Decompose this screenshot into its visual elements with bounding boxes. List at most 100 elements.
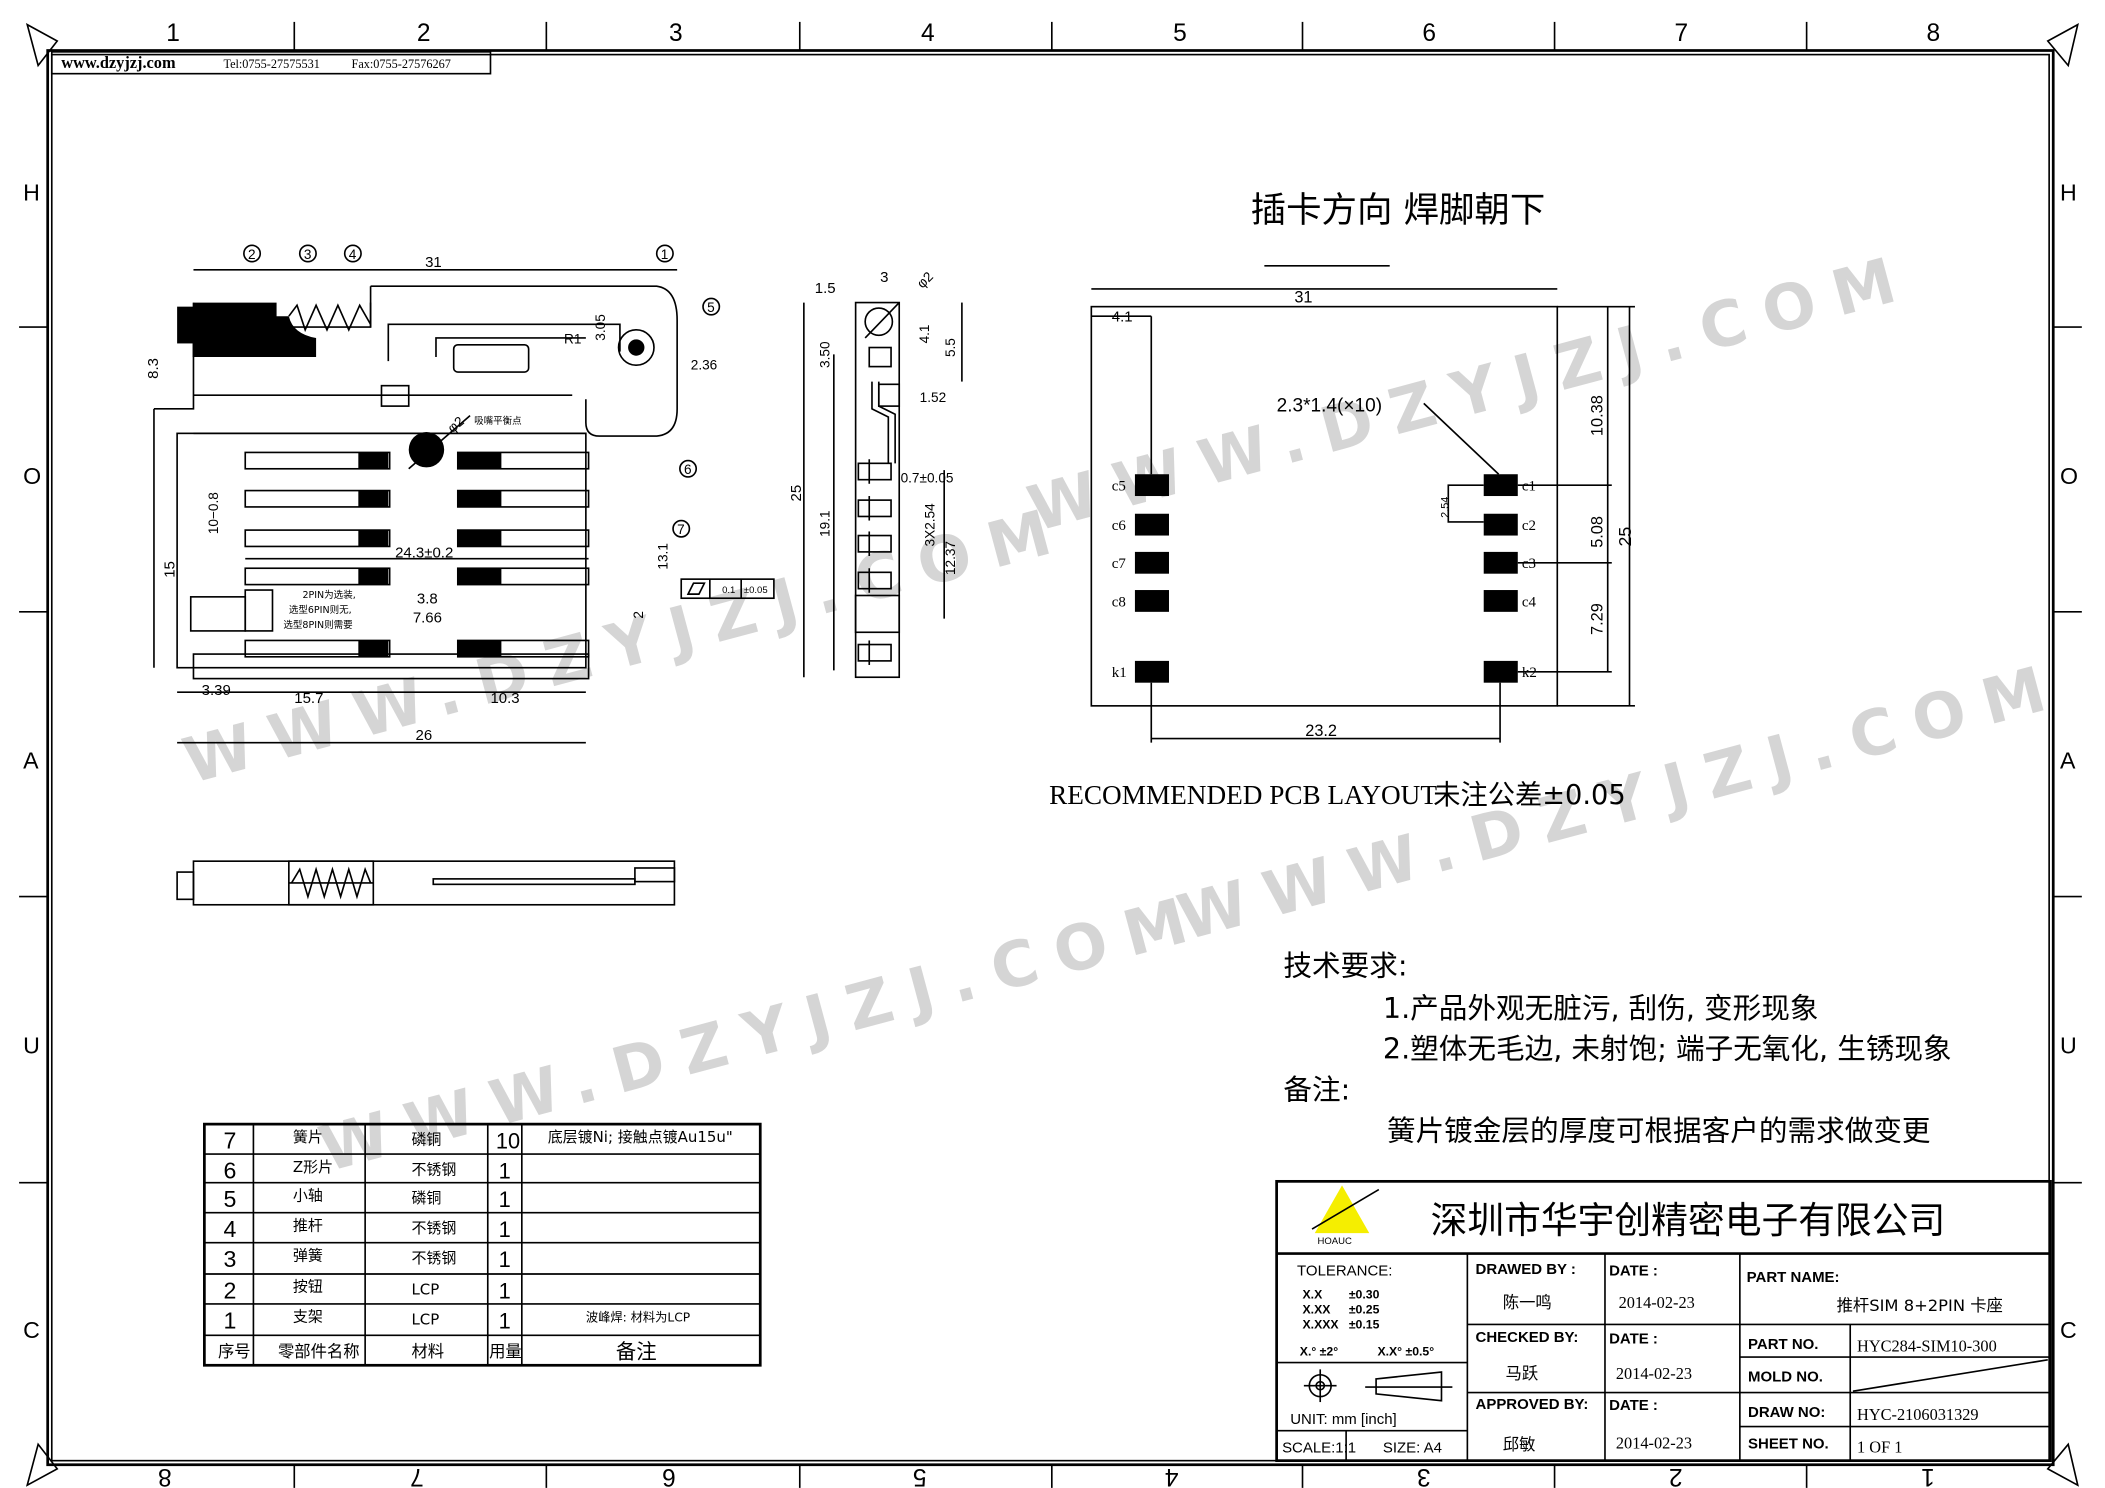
approved-by: 邱敏 <box>1503 1435 1536 1454</box>
bom-name: 推杆 <box>293 1216 323 1234</box>
checked-by-label: CHECKED BY: <box>1476 1329 1579 1346</box>
pcb-pad <box>1483 590 1518 612</box>
side-pin <box>857 534 892 553</box>
row-label: A <box>23 748 39 774</box>
contact-pad <box>457 568 502 585</box>
dim-label: 31 <box>1294 289 1312 307</box>
col-label: 8 <box>158 1463 172 1488</box>
flatness-value: 0.1 <box>722 585 735 596</box>
col-label: 2 <box>1669 1463 1683 1488</box>
scale-label: SCALE:1:1 <box>1282 1439 1356 1456</box>
tolerance-label: TOLERANCE: <box>1297 1262 1392 1279</box>
contact-pad <box>358 530 389 547</box>
bom-no: 7 <box>223 1128 236 1154</box>
tol-key: X.X <box>1303 1288 1324 1302</box>
contact-left <box>244 567 391 586</box>
dim-label: φ2 <box>914 269 936 291</box>
balloon: 1 <box>661 247 669 262</box>
contact-pad <box>358 452 389 469</box>
pcb-pad <box>1134 590 1169 612</box>
fax-text: Fax:0755-27576267 <box>352 57 451 71</box>
company-logo: HOAUC <box>1311 1185 1380 1247</box>
dim-label: 13.1 <box>656 543 671 570</box>
bom-no: 5 <box>223 1186 236 1212</box>
watermark: WWW.DZYJZJ.COM <box>176 491 1077 798</box>
bom-header: 用量 <box>489 1342 522 1361</box>
angle-tol: X.° ±2° <box>1300 1345 1338 1359</box>
tol-val: ±0.15 <box>1349 1317 1380 1331</box>
col-label: 1 <box>1921 1463 1935 1488</box>
side-view-drawing: 1.5 3 φ2 3.50 4.1 5.5 1.52 25 19.1 0.7±0… <box>788 269 963 679</box>
row-label: H <box>2060 179 2077 205</box>
col-label: 3 <box>669 20 683 47</box>
tol-val: ±0.30 <box>1349 1288 1380 1302</box>
frame-row-labels: H O A U C H O A U C <box>23 179 2078 1343</box>
pad-label: c1 <box>1522 479 1536 495</box>
dim-label: 7.66 <box>413 610 442 627</box>
bom-no: 3 <box>223 1246 236 1272</box>
part-no-label: PART NO. <box>1748 1336 1818 1353</box>
bom-material: 磷铜 <box>411 1131 441 1149</box>
col-label: 7 <box>410 1463 424 1488</box>
dim-label: 25 <box>788 485 805 502</box>
dim-label: 1.52 <box>920 390 947 405</box>
sheet-no-label: SHEET NO. <box>1748 1435 1829 1452</box>
dim-label: 26 <box>416 727 433 744</box>
dim-label: 19.1 <box>818 510 833 537</box>
date-value: 2014-02-23 <box>1616 1433 1692 1452</box>
dim-label: 5.5 <box>943 338 958 357</box>
draw-no: HYC-2106031329 <box>1857 1405 1979 1424</box>
dim-label: 10−0.8 <box>206 492 221 534</box>
balloon: 6 <box>684 462 692 477</box>
date-value: 2014-02-23 <box>1619 1293 1695 1312</box>
pcb-pad <box>1483 513 1518 536</box>
dim-label: 10.38 <box>1588 395 1606 436</box>
balloon: 5 <box>707 300 715 315</box>
pad-label: c3 <box>1522 556 1536 572</box>
pcb-layout-caption: RECOMMENDED PCB LAYOUT <box>1049 780 1437 810</box>
pad-label: c8 <box>1112 594 1126 610</box>
dim-label: 31 <box>425 254 442 271</box>
checked-by: 马跃 <box>1506 1364 1539 1383</box>
dim-label: 15 <box>161 561 178 578</box>
remark-text: 簧片镀金层的厚度可根据客户的需求做变更 <box>1387 1113 1931 1147</box>
tol-key: X.XXX <box>1303 1317 1340 1331</box>
pcb-pad <box>1483 551 1518 574</box>
bom-material: 不锈钢 <box>411 1219 456 1237</box>
technical-requirements: 技术要求: 1.产品外观无脏污, 刮伤, 变形现象 2.塑体无毛边, 未射饱; … <box>1283 949 1951 1148</box>
contact-pad <box>457 490 502 507</box>
sheet-no: 1 OF 1 <box>1857 1437 1902 1456</box>
angle-tol: X.X° ±0.5° <box>1377 1345 1434 1359</box>
front-view-drawing <box>176 860 676 906</box>
drawed-by: 陈一鸣 <box>1503 1293 1552 1312</box>
website-text: www.dzyjzj.com <box>61 53 176 72</box>
pad-label: k2 <box>1522 665 1537 681</box>
contact-left <box>244 451 391 470</box>
pad-label: c6 <box>1112 518 1127 534</box>
dim-label: 3.05 <box>593 314 608 341</box>
contact-pad <box>457 452 502 469</box>
bom-name: 支架 <box>293 1308 323 1326</box>
dim-label: 3 <box>880 269 888 286</box>
col-label: 3 <box>1417 1463 1431 1488</box>
pick-point-note: 吸嘴平衡点 <box>474 415 522 427</box>
bom-qty: 1 <box>499 1187 511 1212</box>
contact-pad <box>358 640 389 657</box>
header-contact-box: www.dzyjzj.com Tel:0755-27575531 Fax:075… <box>50 51 492 75</box>
bom-header: 备注 <box>616 1339 657 1363</box>
dim-label: 8.3 <box>145 358 162 379</box>
pad-label: c5 <box>1112 479 1126 495</box>
date-label: DATE : <box>1609 1397 1658 1414</box>
projection-symbol-icon <box>1303 1369 1453 1403</box>
side-pin <box>857 499 892 518</box>
col-label: 5 <box>913 1463 927 1488</box>
bom-qty: 1 <box>499 1279 511 1304</box>
bom-material: LCP <box>411 1280 439 1298</box>
dim-label: 25 <box>1615 527 1635 547</box>
dim-label: 5.08 <box>1588 516 1606 548</box>
row-label: H <box>23 179 40 205</box>
